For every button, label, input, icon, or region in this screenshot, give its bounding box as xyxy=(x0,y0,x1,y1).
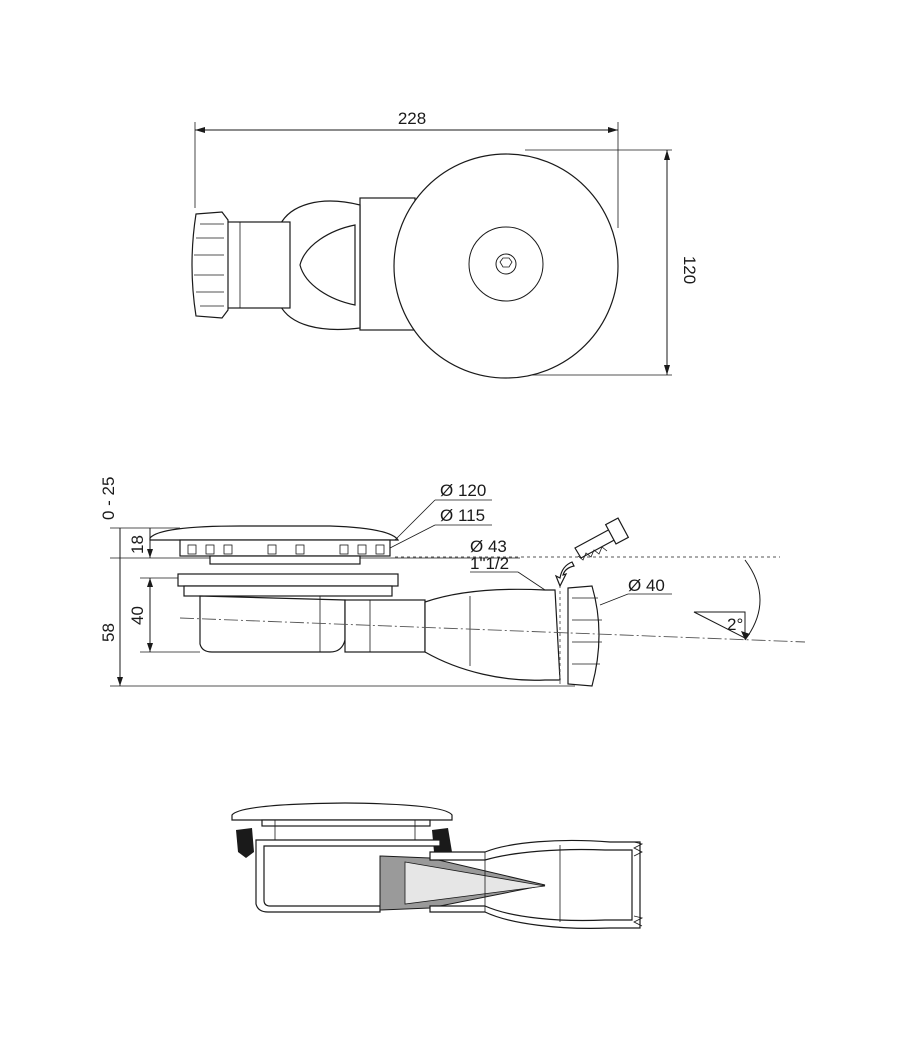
stem xyxy=(209,555,361,565)
center-screw xyxy=(495,253,517,275)
arrow-top xyxy=(664,150,670,160)
top-view: 228 120 xyxy=(191,109,699,379)
slope-triangle xyxy=(693,611,746,639)
seal-left xyxy=(236,828,254,858)
dim-range-label: 0 - 25 xyxy=(99,477,118,520)
seal-right xyxy=(432,828,452,858)
dim-18-label: 18 xyxy=(128,535,147,554)
grate-ring xyxy=(179,539,391,557)
pipe-neck xyxy=(221,221,291,309)
d43-label: Ø 43 xyxy=(470,537,507,556)
center-ring xyxy=(468,226,544,302)
section-cover xyxy=(231,802,453,821)
cover-cap xyxy=(149,525,400,541)
side-view: 0 - 25 18 40 58 xyxy=(99,477,806,687)
basin-wall xyxy=(255,839,441,913)
curved-arrow-icon xyxy=(554,561,575,588)
cover-disk xyxy=(393,153,619,379)
flange xyxy=(177,573,399,587)
outlet-shell xyxy=(429,839,641,929)
d115-label: Ø 115 xyxy=(440,506,485,525)
angle-label: 2° xyxy=(727,615,743,634)
elbow-body xyxy=(424,588,561,681)
thread-label: 1"1/2 xyxy=(470,554,509,573)
arrow-left xyxy=(195,127,205,133)
dim-228-label: 228 xyxy=(398,109,426,128)
arrow-bottom xyxy=(664,365,670,375)
nut xyxy=(191,211,229,319)
angle-arc xyxy=(744,559,761,641)
arrow-right xyxy=(608,127,618,133)
basin-body xyxy=(199,595,346,653)
dim-40-label: 40 xyxy=(128,606,147,625)
dim-120-label: 120 xyxy=(680,256,699,284)
saw-icon xyxy=(574,517,630,561)
grate-slots xyxy=(187,544,385,555)
outlet-nut xyxy=(567,585,600,687)
section-view xyxy=(231,802,644,929)
d120-label: Ø 120 xyxy=(440,481,486,500)
loop-inner xyxy=(299,224,356,306)
screw-head-icon xyxy=(499,257,513,268)
pipe-axis xyxy=(179,617,806,643)
thread-mark xyxy=(633,841,644,857)
dim-58-label: 58 xyxy=(99,623,118,642)
d40-label: Ø 40 xyxy=(628,576,665,595)
